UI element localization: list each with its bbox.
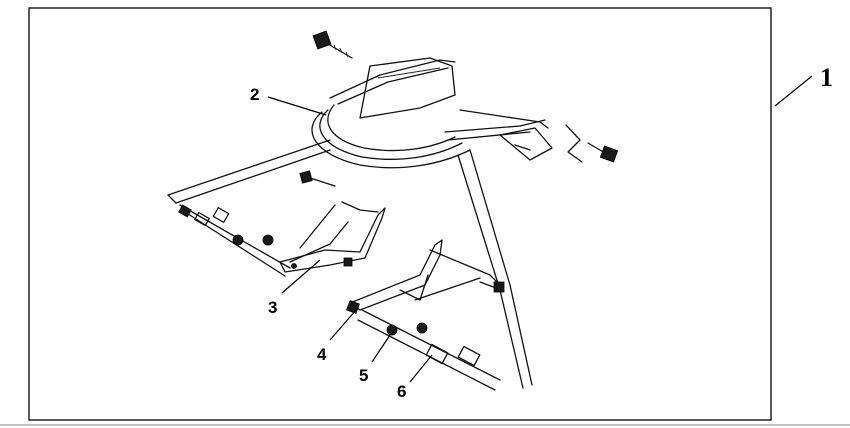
- leader-5: [371, 334, 391, 363]
- leader-2: [267, 96, 327, 116]
- hoop-bracket-part: [311, 30, 619, 389]
- top-bolt: [312, 30, 353, 59]
- left-hinge-bracket: [279, 170, 386, 273]
- right-bolt: [587, 142, 619, 163]
- callout-5: 5: [359, 366, 368, 385]
- leader-6: [409, 354, 433, 383]
- diagram-frame: [28, 7, 772, 421]
- callout-2: 2: [250, 85, 259, 104]
- callout-1: 1: [820, 63, 833, 92]
- leader-lines: [267, 75, 813, 383]
- right-hinge-bracket: [346, 239, 505, 314]
- lower-rail: [357, 309, 501, 391]
- left-rail: [167, 139, 331, 277]
- callout-3: 3: [268, 298, 277, 317]
- callout-6: 6: [397, 382, 406, 401]
- leader-3: [281, 259, 321, 294]
- leader-1: [774, 75, 813, 107]
- callout-4: 4: [317, 345, 327, 364]
- leader-4: [329, 309, 357, 341]
